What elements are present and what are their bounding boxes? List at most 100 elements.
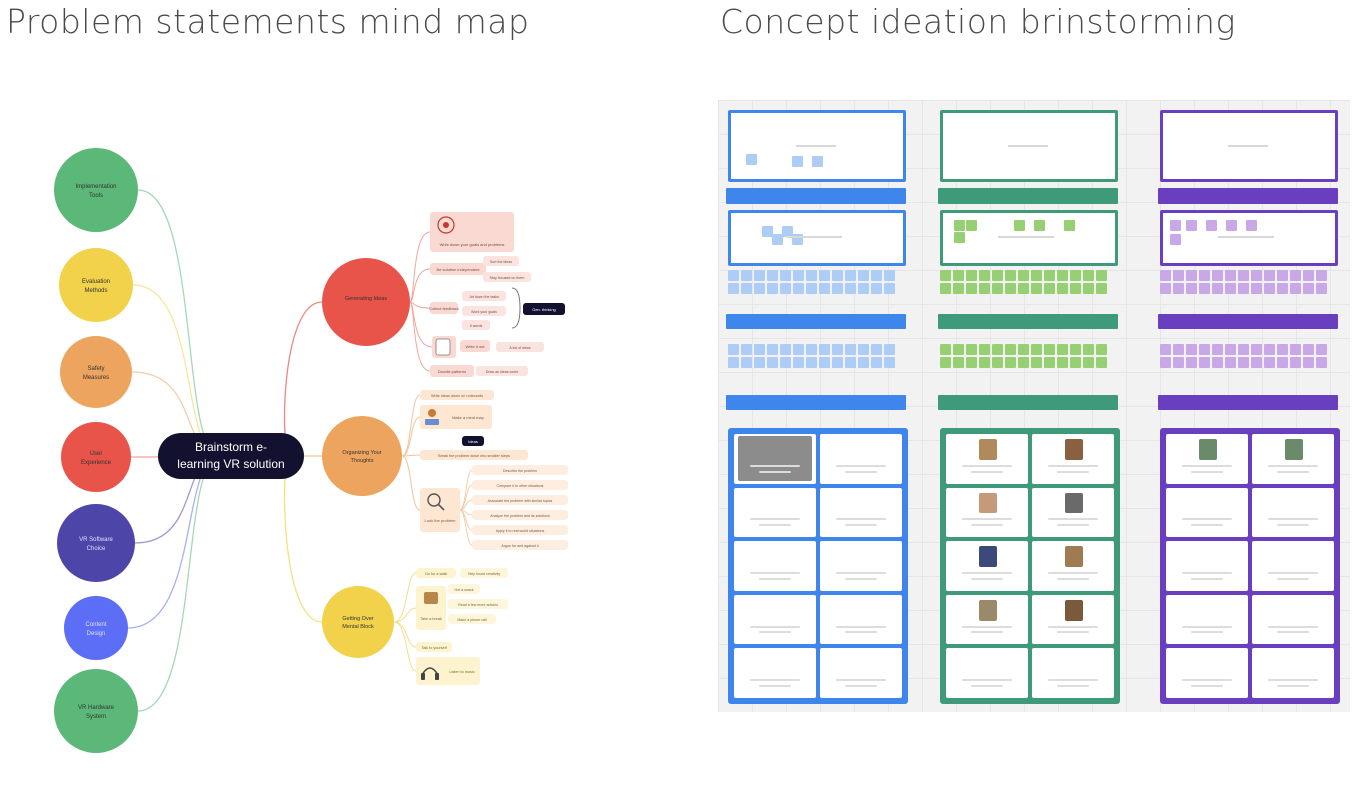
idea-sub-card (483, 256, 519, 266)
sticky-note (954, 232, 965, 243)
break-sub-card (448, 614, 496, 624)
card-text-placeholder (750, 679, 800, 682)
sticky-note (1070, 357, 1081, 368)
topic-label: Content (85, 622, 106, 628)
concept-card (734, 648, 816, 698)
concept-image (1064, 438, 1083, 460)
sticky-note (1225, 344, 1236, 355)
topic-label: Implementation (75, 184, 116, 190)
sticky-note (1018, 270, 1029, 281)
concept-gallery (940, 428, 1120, 704)
sticky-note (819, 344, 830, 355)
sticky-note (1057, 270, 1068, 281)
card-text-placeholder (1048, 571, 1098, 574)
card-text-placeholder (1048, 679, 1098, 682)
concept-image (738, 436, 812, 482)
sticky-note (1005, 357, 1016, 368)
break-sub-card (460, 568, 508, 578)
idea-sub-text: A list of ideas (509, 346, 530, 350)
sticky-note-grid (728, 270, 906, 294)
frame-text-placeholder (786, 236, 842, 238)
sticky-note (746, 154, 757, 165)
concept-card (1032, 541, 1114, 591)
concept-image (978, 492, 997, 514)
sticky-note (1186, 220, 1197, 231)
sticky-note (1316, 270, 1327, 281)
sticky-note (1160, 344, 1171, 355)
sticky-note (793, 344, 804, 355)
branch-line (401, 416, 421, 457)
thought-card (420, 488, 460, 532)
thought-sub-card (472, 465, 568, 475)
card-text-placeholder (1056, 577, 1090, 580)
sticky-note (1225, 270, 1236, 281)
break-sub-card (448, 599, 508, 609)
sticky-note (845, 357, 856, 368)
sticky-note (1277, 344, 1288, 355)
sticky-note (1173, 357, 1184, 368)
sticky-note (754, 270, 765, 281)
concept-image (978, 546, 997, 567)
mind-map-diagram: ImplementationToolsEvaluationMethodsSafe… (54, 148, 568, 753)
concept-card (1166, 487, 1248, 538)
sticky-note (940, 270, 951, 281)
sticky-note (953, 344, 964, 355)
branch-label: Generating Ideas (345, 296, 387, 302)
branch-line (393, 572, 417, 623)
sticky-note (1246, 220, 1257, 231)
sticky-note (884, 344, 895, 355)
branch-line (393, 621, 417, 672)
sticky-note (1083, 270, 1094, 281)
card-text-placeholder (1268, 464, 1318, 467)
idea-sub-card (483, 272, 531, 282)
break-sub-card (448, 584, 480, 594)
idea-sub-text: 5 words (470, 324, 483, 328)
concept-card (1166, 594, 1248, 645)
sticky-note (1316, 283, 1327, 294)
card-text-placeholder (758, 524, 792, 527)
headphones-icon (421, 673, 425, 680)
topic-label: User (90, 451, 103, 457)
frame-text-placeholder (796, 145, 836, 147)
connector-line (137, 455, 221, 712)
sticky-note (806, 357, 817, 368)
board-column-green (938, 100, 1122, 712)
card-text-placeholder (1048, 625, 1098, 628)
sticky-note (1096, 270, 1107, 281)
idea-text: Collect feedback (429, 306, 459, 311)
idea-sub-card (496, 342, 544, 352)
mind-map-icon (425, 419, 439, 425)
sticky-note (871, 270, 882, 281)
sticky-note (1264, 357, 1275, 368)
sticky-note (1160, 283, 1171, 294)
sticky-note (1044, 270, 1055, 281)
idea-sub-text: Jot down the tasks (469, 295, 499, 299)
sticky-note (812, 156, 823, 167)
sticky-note (728, 344, 739, 355)
sticky-note (1031, 270, 1042, 281)
sticky-note (1096, 357, 1107, 368)
sticky-note (884, 270, 895, 281)
card-text-placeholder (1056, 631, 1090, 634)
branch-node (322, 586, 394, 658)
sticky-note (858, 270, 869, 281)
sticky-note (1212, 344, 1223, 355)
sticky-note (966, 270, 977, 281)
sticky-note (1014, 220, 1025, 231)
coffee-icon (424, 592, 438, 604)
search-icon (427, 493, 441, 507)
concept-image (978, 438, 997, 460)
sticky-note (819, 357, 830, 368)
card-text-placeholder (1268, 518, 1318, 521)
branch-line (393, 607, 417, 623)
sticky-note (1290, 357, 1301, 368)
central-topic-node (158, 433, 304, 479)
concept-image (1198, 438, 1217, 460)
break-sub-text: Get a snack (454, 588, 473, 592)
card-text-placeholder (970, 685, 1004, 688)
branch-line (401, 394, 421, 457)
sticky-note (741, 357, 752, 368)
sticky-note (772, 234, 783, 245)
statement-frame (728, 210, 906, 266)
